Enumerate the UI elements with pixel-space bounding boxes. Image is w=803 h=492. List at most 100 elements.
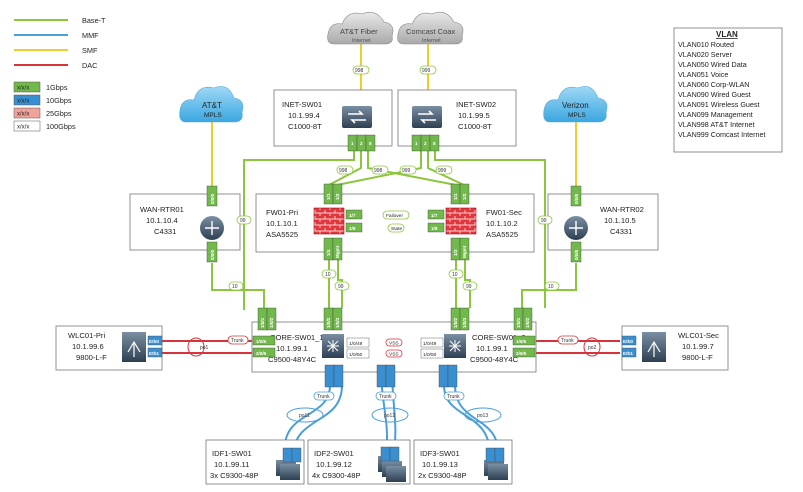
state-label: State (391, 226, 403, 232)
port-label: 1/0/3 (462, 317, 467, 328)
port-label: 1/0/3 (335, 317, 340, 328)
cloud-att-mpls: AT&T MPLS (179, 86, 244, 123)
trunk-label: Trunk (447, 394, 460, 400)
trunk-label: Trunk (379, 394, 392, 400)
tag-10: 10 (232, 284, 238, 290)
core-sw01-1-model: C9500-48Y4C (268, 355, 317, 364)
cloud-verizon: Verizon MPLS (543, 86, 608, 123)
port-label: 2/0/5 (516, 351, 527, 356)
po1-label: po1 (200, 345, 209, 351)
vlan-item: VLAN050 Wired Data (678, 60, 747, 69)
fw01-sec-ip: 10.1.10.2 (486, 219, 518, 228)
port-label: 1/0/1 (260, 317, 265, 328)
inet-sw01-name: INET-SW01 (282, 100, 322, 109)
vlan-tags-fw: 998 998 999 999 (336, 165, 453, 175)
po11-label: po11 (299, 413, 310, 419)
fw01-pri-ip: 10.1.10.1 (266, 219, 298, 228)
port-label: 1 (351, 141, 354, 146)
inet-sw02-ip: 10.1.99.5 (458, 111, 490, 120)
port-label: 1/0/49 (349, 341, 363, 347)
po12-label: po12 (384, 413, 395, 419)
cloud-att-fiber: AT&T Fiber Internet (327, 11, 394, 45)
port-label: Mgmt (462, 245, 467, 258)
idf1-name: IDF1-SW01 (212, 449, 252, 458)
vlan-box: VLAN VLAN010 Routed VLAN020 Server VLAN0… (673, 27, 783, 153)
failover-label: Failover (386, 213, 403, 219)
vlan-item: VLAN998 AT&T Internet (678, 120, 754, 129)
vss-label: VSS (389, 352, 399, 358)
tag-999: 999 (402, 168, 411, 174)
inet-sw02-name: INET-SW02 (456, 100, 496, 109)
tag-10: 10 (548, 284, 554, 290)
idf1-model: 3x C9300-48P (210, 471, 259, 480)
idf2-sw01: IDF2-SW01 10.1.99.12 4x C9300-48P (307, 439, 411, 485)
core-sw01-2-ip: 10.1.99.1 (476, 344, 508, 353)
firewall-box: FW01-Pri 10.1.10.1 ASA5525 FW01-Sec 10.1… (255, 183, 535, 261)
switch-icon (412, 106, 442, 128)
vlan-item: VLAN999 Comcast Internet (678, 130, 766, 139)
tag-99: 99 (466, 284, 472, 290)
port-label: 0/0/0 (574, 249, 579, 260)
tag-99: 99 (240, 218, 246, 224)
core-box: CORE-SW01_1 10.1.99.1 C9500-48Y4C CORE-S… (251, 307, 537, 388)
idf3-sw01: IDF3-SW01 10.1.99.13 2x C9300-48P (413, 439, 513, 485)
legend: Base-T MMF SMF DAC x/x/x x/x/x x/x/x x/x… (13, 16, 106, 132)
port-label: Mgmt (335, 245, 340, 258)
port-label: 1/0/1 (516, 317, 521, 328)
port-label: 1/0/2 (453, 317, 458, 328)
wan-rtr01-name: WAN-RTR01 (140, 205, 184, 214)
idf2-ip: 10.1.99.12 (316, 460, 352, 469)
wlc01-sec-ip: 10.1.99.7 (682, 342, 714, 351)
wlc-links: po1 Trunk po2 Trunk (187, 335, 601, 357)
legend-1g: 1Gbps (46, 83, 68, 92)
port-label: 1/0/5 (516, 339, 527, 344)
vlan-title: VLAN (716, 30, 738, 39)
legend-sample-25g: x/x/x (17, 112, 29, 118)
wan-rtr02-ip: 10.1.10.5 (604, 216, 636, 225)
trunk-label: Trunk (317, 394, 330, 400)
tag-998: 998 (374, 168, 383, 174)
inet-sw02-model: C1000-8T (458, 122, 492, 131)
port-label: 1/3 (326, 249, 331, 256)
legend-base-t: Base-T (82, 16, 106, 25)
tag-10: 10 (325, 272, 331, 278)
inet-sw01-ip: 10.1.99.4 (288, 111, 320, 120)
port-label: 1/3 (453, 249, 458, 256)
inet-sw02-ports: 1 2 8 (411, 134, 440, 152)
vlan-tags-internet: 998 999 (352, 65, 437, 75)
cloud-comcast-sub: Internet (422, 38, 441, 44)
legend-sample-100g: x/x/x (17, 125, 29, 131)
wan-rtr02-model: C4331 (610, 227, 632, 236)
legend-10g: 10Gbps (46, 96, 72, 105)
idf2-name: IDF2-SW01 (314, 449, 354, 458)
idf3-model: 2x C9300-48P (418, 471, 467, 480)
vlan-item: VLAN051 Voice (678, 70, 728, 79)
wan-rtr01-model: C4331 (154, 227, 176, 236)
legend-25g: 25Gbps (46, 109, 72, 118)
wan-rtr01: WAN-RTR01 10.1.10.4 C4331 0/0/0 0/0/0 (129, 185, 241, 263)
port-label: 1/0/2 (525, 317, 530, 328)
vlan-item: VLAN010 Routed (678, 40, 734, 49)
port-label: 0/0/0 (210, 193, 215, 204)
port-label: 1/8 (431, 226, 438, 231)
idf3-ip: 10.1.99.13 (422, 460, 458, 469)
firewall-icon (313, 207, 345, 235)
port-label: 1 (415, 141, 418, 146)
po2-label: po2 (588, 345, 597, 351)
vss-label: VSS (389, 341, 399, 347)
port-label: 0/0/0 (574, 193, 579, 204)
port-label: 1/7 (349, 213, 356, 218)
fw01-pri-name: FW01-Pri (266, 208, 298, 217)
wan-rtr02-name: WAN-RTR02 (600, 205, 644, 214)
port-label: 2 (360, 141, 363, 146)
inet-sw01: INET-SW01 10.1.99.4 C1000-8T 1 2 8 (273, 89, 393, 152)
fw01-sec-model: ASA5525 (486, 230, 518, 239)
trunk-label: Trunk (561, 338, 574, 344)
port-label: 1/1 (326, 193, 331, 200)
vlan-item: VLAN091 Wireless Guest (678, 100, 760, 109)
vlan-item: VLAN060 Corp-WLAN (678, 80, 750, 89)
wlc01-sec: WLC01-Sec 10.1.99.7 9800-L-F Eth0 Eth1 (621, 325, 729, 371)
cloud-att-mpls-title: AT&T (202, 101, 222, 110)
cloud-att-mpls-sub: MPLS (204, 112, 222, 119)
